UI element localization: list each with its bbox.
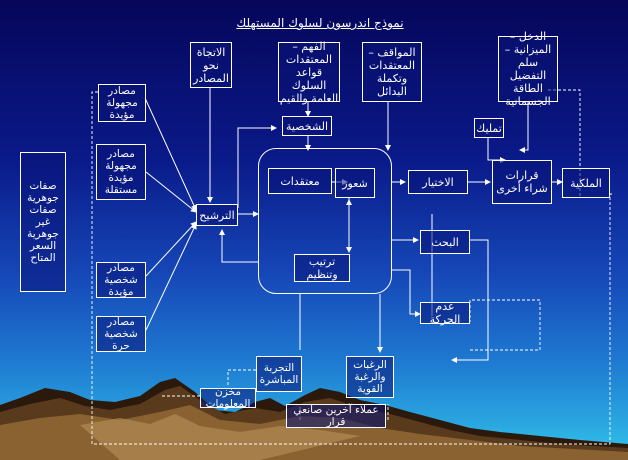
diagram-title: نموذج اندرسون لسلوك المستهلك <box>236 16 404 30</box>
unknown-independent-sources-box: مصادر مجهولة مؤيدة مستقلة <box>96 144 146 200</box>
feeling-box: شعور <box>335 168 375 198</box>
desires-box: الرغبات والرغبة القوية <box>346 356 394 398</box>
attitude-sources-box: الاتجاة نحو المصادر <box>190 42 232 88</box>
customers-box: عملاء آخرين صانعي قرار <box>286 404 386 428</box>
personal-free-sources-box: مصادر شخصية حرة <box>96 316 146 352</box>
income-budget-box: الدخل – الميزانية – سلم التفضيل الطاقة ا… <box>498 30 558 108</box>
no-movement-box: عدم الحركة <box>420 300 470 326</box>
arrangement-box: ترتيب وتنظيم <box>294 254 350 282</box>
info-store-box: مخزن المعلومات <box>200 386 256 410</box>
beliefs-box: معتقدات <box>268 168 332 194</box>
understanding-beliefs-box: الفهم – المعتقدات قواعد السلوك العامة وا… <box>278 39 340 105</box>
ownership-trial-box: تمليك <box>474 118 504 138</box>
choice-box: الاختيار <box>408 170 468 194</box>
purchase-decisions-box: قرارات شراء أخرى <box>492 160 552 204</box>
search-box: البحث <box>420 230 470 254</box>
direct-experience-box: التجربة المباشرة <box>256 356 302 392</box>
unknown-supported-sources-box: مصادر مجهولة مؤيدة <box>98 84 146 122</box>
personality-box: الشخصية <box>282 116 332 136</box>
product-attributes-box: صفات جوهرية صفات غير جوهرية السعر المتاح <box>20 152 66 292</box>
center-process-frame <box>258 148 392 294</box>
property-box: الملكية <box>562 168 610 198</box>
filtering-box: الترشيح <box>196 204 238 226</box>
attitudes-beliefs-box: المواقف – المعتقدات وتكملة البدائل <box>362 42 422 102</box>
personal-supported-sources-box: مصادر شخصية مؤيدة <box>96 262 146 298</box>
